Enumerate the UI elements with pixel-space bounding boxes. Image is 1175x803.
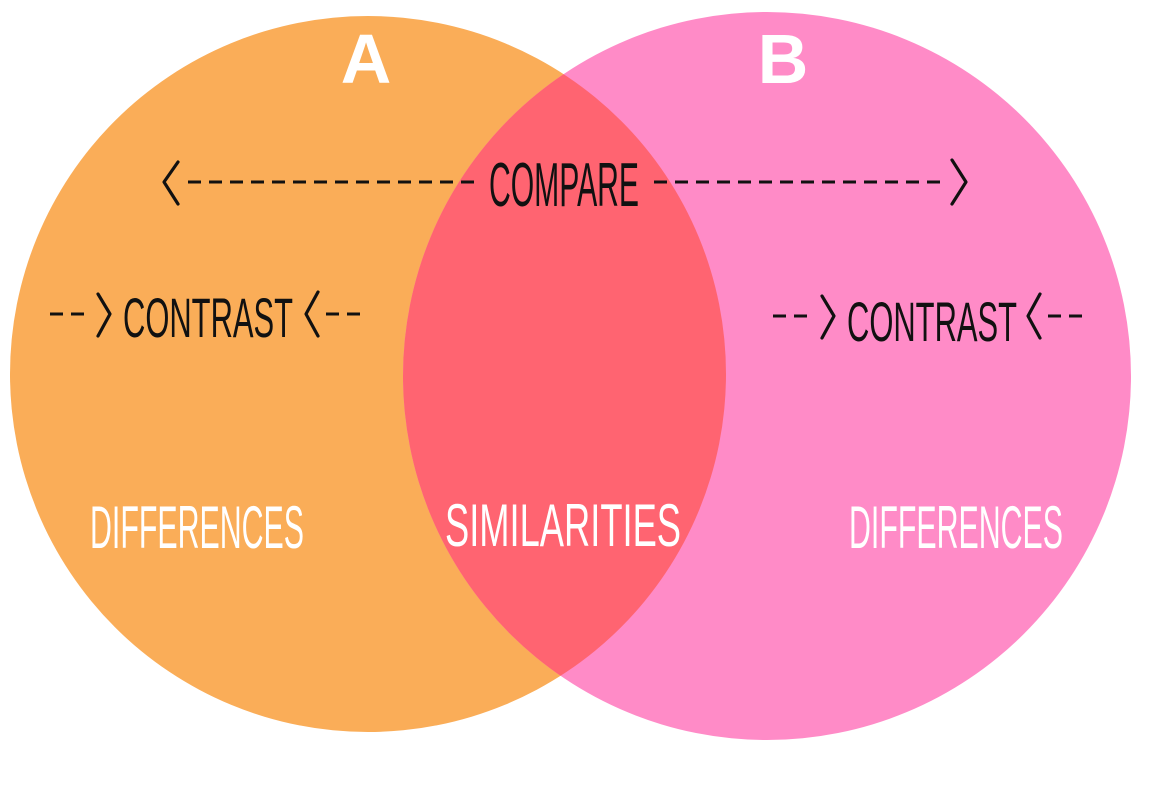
contrast-left-inbound-arrowhead xyxy=(96,292,112,338)
compare-arrow xyxy=(162,158,968,206)
overlap-region xyxy=(403,16,726,732)
contrast-left-label: CONTRAST xyxy=(123,286,293,349)
contrast-right-outbound-arrowhead xyxy=(1026,292,1042,340)
differences-right-label: DIFFERENCES xyxy=(849,494,1063,561)
contrast-left-arrows xyxy=(50,290,366,338)
circle-a-letter: A xyxy=(341,20,392,98)
contrast-right-inbound-arrowhead xyxy=(820,294,836,340)
contrast-right-arrows xyxy=(773,292,1088,340)
circle-b-letter: B xyxy=(758,20,809,98)
compare-left-arrowhead xyxy=(162,160,180,206)
compare-label: COMPARE xyxy=(489,151,639,220)
compare-right-arrowhead xyxy=(950,158,968,206)
similarities-label: SIMILARITIES xyxy=(445,492,681,559)
contrast-right-label: CONTRAST xyxy=(847,290,1017,353)
differences-left-label: DIFFERENCES xyxy=(90,494,304,561)
contrast-left-outbound-arrowhead xyxy=(304,290,320,338)
